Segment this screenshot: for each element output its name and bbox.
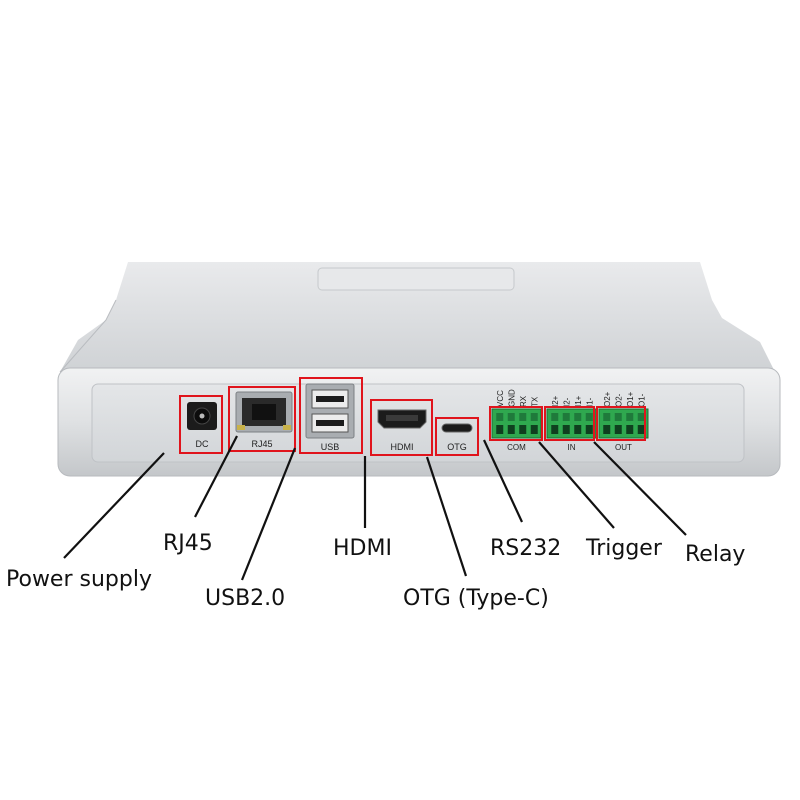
out-terminal-screw xyxy=(626,413,634,421)
trigger-leader xyxy=(538,441,615,529)
in-terminal-hole xyxy=(585,425,593,434)
in-terminal-hole xyxy=(551,425,559,434)
dc-highlight xyxy=(179,395,223,454)
com-terminal-screw xyxy=(507,413,515,421)
com-terminal-screw xyxy=(519,413,527,421)
out-terminal-hole xyxy=(614,425,622,434)
rs232-leader xyxy=(483,439,523,523)
com-terminal-hole xyxy=(530,425,538,434)
usb-port-label: USB xyxy=(321,442,340,452)
out-terminal-screw xyxy=(603,413,611,421)
com-terminal-screw xyxy=(530,413,538,421)
com-terminal-label: COM xyxy=(507,443,526,452)
usb-leader xyxy=(240,447,297,581)
out-terminal-pin-label: O2- xyxy=(614,393,623,407)
in-terminal-screw xyxy=(562,413,570,421)
com-terminal-pin-label: RX xyxy=(519,395,528,407)
callout-usb: USB2.0 xyxy=(205,586,286,611)
out-terminal-pin-label: O1- xyxy=(637,393,646,407)
out-highlight xyxy=(596,406,646,441)
in-terminal-screw xyxy=(551,413,559,421)
com-terminal-pin-label: GND xyxy=(507,389,516,407)
in-terminal-label: IN xyxy=(568,443,576,452)
callout-rj45: RJ45 xyxy=(163,531,213,556)
com-terminal-hole xyxy=(519,425,527,434)
in-terminal-hole xyxy=(574,425,582,434)
relay-leader xyxy=(593,441,687,536)
in-terminal-screw xyxy=(574,413,582,421)
otg-port: OTG xyxy=(441,423,473,452)
com-highlight xyxy=(489,406,543,441)
otg-highlight xyxy=(435,417,479,456)
otg-port-label: OTG xyxy=(447,442,467,452)
com-terminal-screw xyxy=(496,413,504,421)
in-terminal-hole xyxy=(562,425,570,434)
callout-otg: OTG (Type-C) xyxy=(403,586,549,611)
com-terminal-pin-label: VCC xyxy=(496,390,505,407)
hdmi-highlight xyxy=(370,399,433,456)
com-terminal-hole xyxy=(507,425,515,434)
com-terminal-hole xyxy=(496,425,504,434)
dc-jack: DC xyxy=(187,402,217,449)
out-terminal-pin-label: O1+ xyxy=(626,391,635,407)
callout-hdmi: HDMI xyxy=(333,536,392,561)
out-terminal-pin-label: O2+ xyxy=(603,391,612,407)
hdmi-port-label: HDMI xyxy=(391,442,414,452)
out-terminal-screw xyxy=(637,413,645,421)
in-highlight xyxy=(544,406,595,441)
out-terminal-hole xyxy=(637,425,645,434)
out-terminal-hole xyxy=(626,425,634,434)
callout-relay: Relay xyxy=(685,542,746,567)
in-terminal-pin-label: I2+ xyxy=(551,395,560,407)
chassis-top xyxy=(59,262,775,373)
callout-trigger: Trigger xyxy=(586,536,662,561)
out-terminal-screw xyxy=(614,413,622,421)
callout-rs232: RS232 xyxy=(490,536,562,561)
out-terminal-hole xyxy=(603,425,611,434)
rj45-port-label: RJ45 xyxy=(251,439,272,449)
hdmi-port: HDMI xyxy=(377,409,427,452)
rj45-port: RJ45 xyxy=(235,391,293,449)
out-terminal-label: OUT xyxy=(615,443,632,452)
usb-highlight xyxy=(299,377,363,454)
in-terminal-pin-label: I2- xyxy=(562,397,571,407)
otg-leader xyxy=(425,456,468,577)
com-terminal-pin-label: TX xyxy=(530,396,539,407)
rj45-highlight xyxy=(228,386,296,452)
dc-port-label: DC xyxy=(196,439,209,449)
in-terminal-screw xyxy=(585,413,593,421)
usb-ports: USB xyxy=(305,383,355,452)
in-terminal-pin-label: I1+ xyxy=(574,395,583,407)
power-supply-leader xyxy=(63,452,165,559)
rj45-leader xyxy=(194,435,238,518)
in-terminal-pin-label: I1- xyxy=(585,397,594,407)
callout-power-supply: Power supply xyxy=(6,567,152,592)
